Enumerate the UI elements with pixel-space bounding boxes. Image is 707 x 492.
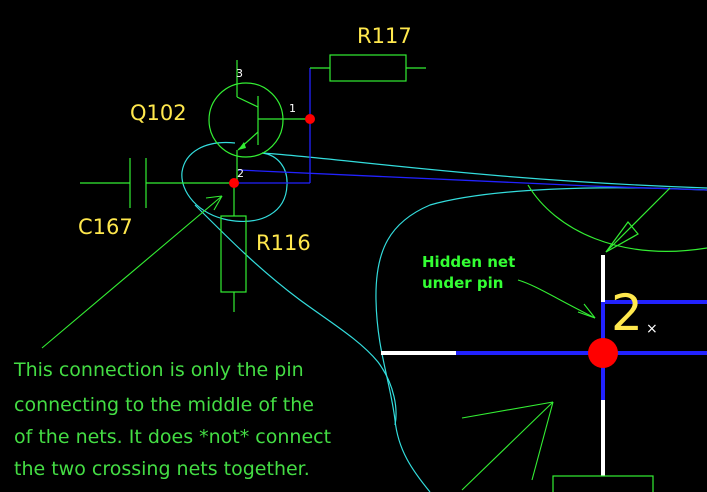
r117-label: R117 [357, 24, 412, 48]
bottom-diagonal-arrow [461, 401, 554, 491]
callout-outline-left [194, 204, 397, 426]
note-line-3: of the nets. It does *not* connect [14, 426, 331, 448]
q102-label: Q102 [130, 101, 187, 125]
junction-dot-q-base [305, 114, 315, 124]
capacitor-c167[interactable]: C167 [78, 158, 238, 239]
transistor-q102[interactable]: Q102 3 1 2 [130, 60, 296, 183]
junction-dot-q-emitter [229, 178, 239, 188]
big-junction-dot [588, 338, 618, 368]
r116-label: R116 [256, 231, 311, 255]
resistor-r116[interactable]: R116 [220, 183, 311, 312]
q-pin3-number: 3 [236, 67, 243, 80]
q-pin1-number: 1 [289, 102, 296, 115]
hidden-net-label-line1: Hidden net [422, 253, 515, 271]
zoom-pin-number: 2 [611, 284, 643, 342]
zoom-detail: 2 × Hidden net under pin [381, 184, 707, 492]
note-leader-arrow [41, 195, 223, 349]
zoom-pin-marker: × [646, 321, 658, 337]
nets [237, 68, 707, 191]
hidden-net-arrow [517, 279, 596, 319]
resistor-r117[interactable]: R117 [310, 24, 426, 82]
note-line-1: This connection is only the pin [13, 359, 304, 381]
c167-label: C167 [78, 215, 133, 239]
explanation-note: This connection is only the pin connecti… [13, 359, 331, 480]
q-pin2-number: 2 [237, 167, 244, 180]
callout-outline [181, 141, 707, 492]
zoom-arc [527, 184, 707, 252]
hidden-net-label-line2: under pin [422, 274, 503, 292]
component-body [552, 475, 654, 492]
note-line-4: the two crossing nets together. [14, 458, 310, 480]
note-line-2: connecting to the middle of the [14, 394, 314, 416]
